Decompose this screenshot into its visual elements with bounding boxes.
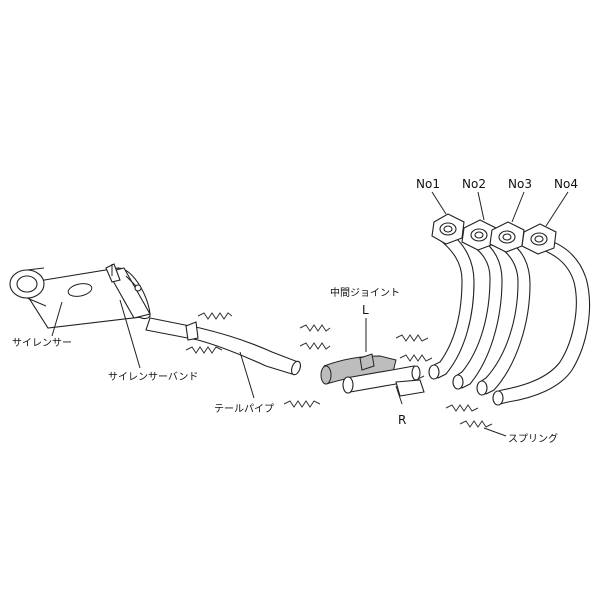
- leader-spring: [483, 427, 507, 437]
- flange-no3: [489, 221, 525, 253]
- label-no3: No3: [508, 177, 532, 191]
- leader-no2: [477, 191, 485, 221]
- silencer-band: [105, 263, 151, 319]
- header-pipe-no4: [492, 237, 591, 406]
- tail-pipe: [145, 317, 302, 376]
- label-no1: No1: [416, 177, 440, 191]
- header-pipe-no2: [452, 239, 503, 390]
- label-silencer-band: サイレンサーバンド: [108, 371, 198, 383]
- label-right: R: [398, 413, 406, 427]
- spring-9: [445, 404, 479, 412]
- spring-3: [299, 324, 331, 332]
- label-no4: No4: [554, 177, 578, 191]
- spring-6: [395, 334, 429, 342]
- spring-7: [399, 354, 433, 362]
- label-silencer: サイレンサー: [12, 337, 72, 349]
- label-left: L: [362, 303, 369, 317]
- spring-5: [283, 400, 321, 408]
- mid-joint-right: [342, 365, 425, 397]
- spring-2: [185, 346, 223, 354]
- label-spring: スプリング: [508, 432, 558, 445]
- spring-1: [197, 312, 233, 320]
- flange-no4: [521, 223, 557, 255]
- leader-silencer-band: [119, 299, 141, 369]
- leader-no3: [511, 191, 525, 223]
- label-no2: No2: [462, 177, 486, 191]
- label-tail-pipe: テールパイプ: [214, 403, 274, 415]
- label-mid-joint: 中間ジョイント: [330, 286, 400, 299]
- spring-4: [299, 342, 331, 350]
- header-pipe-no1: [428, 237, 475, 380]
- band-bolt: [125, 275, 142, 292]
- leader-no1: [431, 191, 447, 215]
- leader-mid-joint-r: [395, 385, 403, 405]
- flange-no2: [461, 219, 497, 251]
- leader-tail-pipe: [239, 351, 255, 399]
- leader-no4: [545, 191, 569, 227]
- spring-10: [459, 420, 493, 428]
- flange-no1: [431, 213, 465, 245]
- header-pipe-no3: [476, 241, 531, 396]
- leader-silencer: [51, 301, 63, 337]
